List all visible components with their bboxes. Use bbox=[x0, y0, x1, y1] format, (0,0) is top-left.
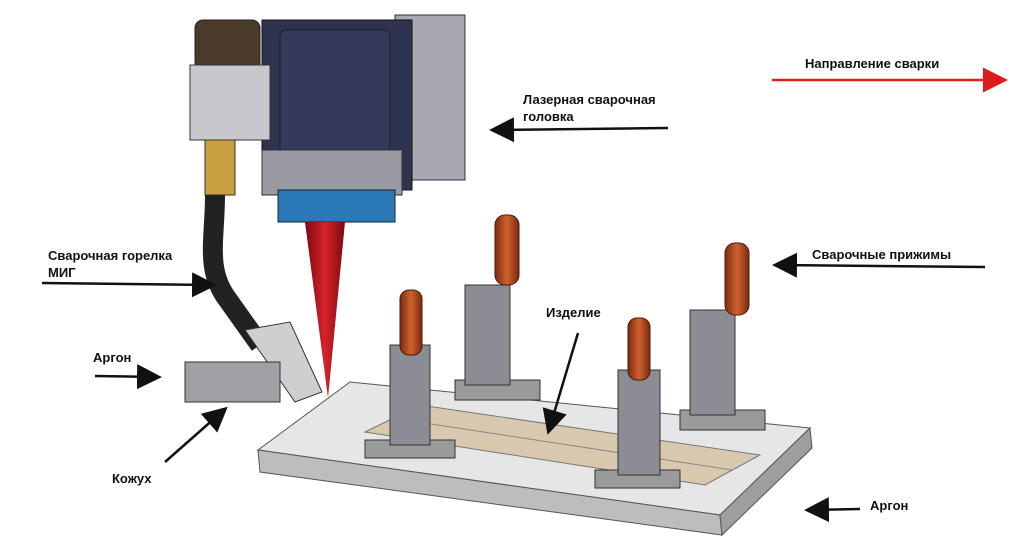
laser-head-label-line2: головка bbox=[523, 109, 574, 124]
shroud-pointer-arrow bbox=[164, 406, 228, 463]
clamp bbox=[454, 214, 541, 401]
clamp bbox=[679, 242, 766, 431]
clamps-label: Сварочные прижимы bbox=[812, 247, 952, 262]
welding-clamps bbox=[364, 214, 766, 489]
mig-welding-torch bbox=[184, 19, 323, 403]
gas-shroud bbox=[184, 361, 281, 403]
clamps-pointer-arrow bbox=[772, 252, 986, 278]
laser-head-pointer-arrow bbox=[489, 117, 669, 143]
workpiece-pointer-arrow bbox=[542, 332, 580, 435]
argon-right-pointer-arrow bbox=[804, 497, 861, 523]
laser-welding-head bbox=[261, 14, 466, 398]
clamp bbox=[594, 317, 681, 489]
argon-left-label: Аргон bbox=[93, 350, 132, 365]
shroud-label: Кожух bbox=[112, 471, 152, 486]
laser-head-label-line1: Лазерная сварочная bbox=[523, 92, 656, 107]
clamp bbox=[364, 289, 456, 459]
mig-torch-pointer-arrow bbox=[41, 272, 217, 298]
mig-torch-label-line1: Сварочная горелка bbox=[48, 248, 173, 263]
argon-left-pointer-arrow bbox=[94, 364, 162, 390]
workpiece-label: Изделие bbox=[546, 305, 601, 320]
mig-torch-label-line2: МИГ bbox=[48, 265, 76, 280]
welding-direction-label: Направление сварки bbox=[805, 56, 940, 71]
argon-right-label: Аргон bbox=[870, 498, 909, 513]
laser-beam bbox=[305, 222, 345, 398]
